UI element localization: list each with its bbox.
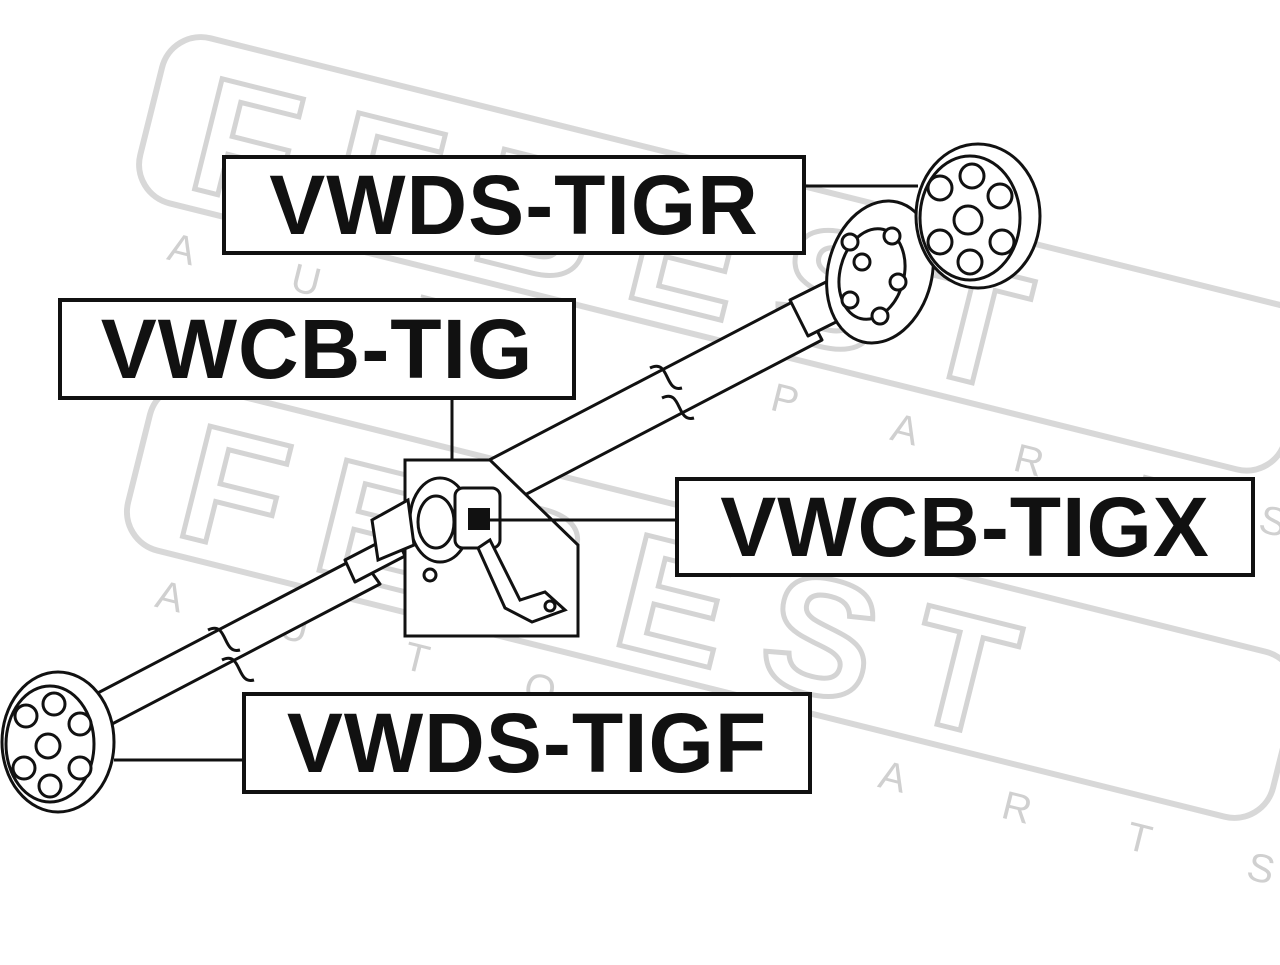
part-label-front-flex-disc: VWDS-TIGF bbox=[242, 692, 812, 794]
part-label-center-bearing-bracket: VWCB-TIGX bbox=[675, 477, 1255, 577]
part-label-center-bearing: VWCB-TIG bbox=[58, 298, 576, 400]
rear-flex-disc bbox=[914, 142, 1042, 290]
rear-coupling-on-shaft bbox=[825, 199, 935, 345]
center-bearing-detail bbox=[370, 458, 580, 638]
leader-lines bbox=[114, 184, 918, 762]
part-label-rear-flex-disc: VWDS-TIGR bbox=[222, 155, 806, 255]
front-flex-disc bbox=[0, 670, 116, 814]
